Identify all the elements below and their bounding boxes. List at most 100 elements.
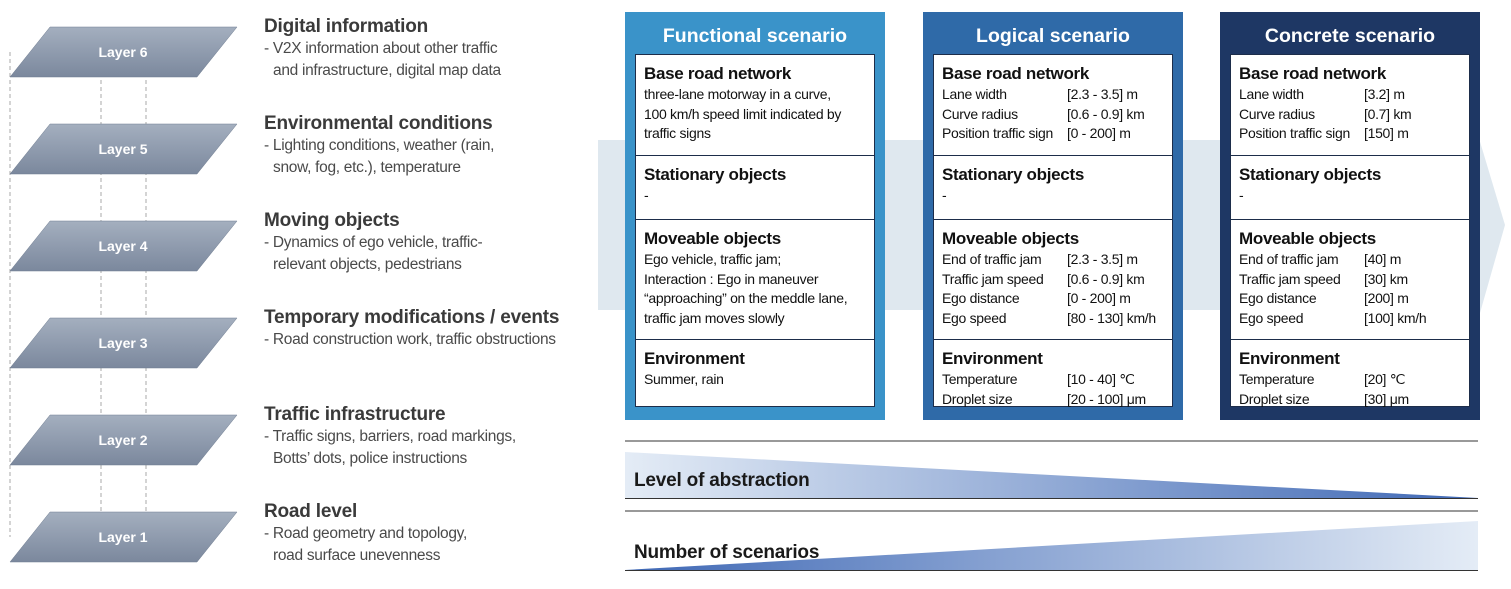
layer-title: Digital information [264, 16, 429, 37]
layer-detail-line: Botts’ dots, police instructions [273, 450, 468, 467]
layer-detail-line: and infrastructure, digital map data [273, 62, 501, 79]
parameter-value: [20] ℃ [1364, 371, 1406, 387]
layer-detail-line: - V2X information about other traffic [264, 40, 498, 57]
moveable-objects-section: Moveable objects End of traffic jam[2.3 … [934, 220, 1172, 340]
layer-label: Layer 5 [98, 141, 147, 157]
section-line: “approaching” on the meddle lane, [644, 290, 848, 306]
number-of-scenarios-label: Number of scenarios [634, 542, 820, 563]
environment-section: Environment Temperature[20] ℃ Droplet si… [1231, 340, 1469, 407]
panel-title: Functional scenario [662, 25, 848, 47]
parameter-value: [20 - 100] μm [1067, 390, 1146, 407]
parameter-value: [0 - 200] m [1067, 290, 1131, 306]
layer-description: Road level - Road geometry and topology, r… [264, 501, 604, 567]
parameter-row: Droplet size[30] μm [1239, 390, 1461, 410]
layer-title: Environmental conditions [264, 113, 493, 134]
parameter-name: Temperature [942, 371, 1018, 387]
parameter-name: Ego distance [1239, 290, 1317, 306]
layer-description: Digital information - V2X information abo… [264, 16, 604, 82]
layer-detail-line: - Traffic signs, barriers, road markings… [264, 428, 516, 445]
parameter-name: Position traffic sign [942, 125, 1053, 141]
section-title: Stationary objects [644, 165, 786, 184]
moveable-objects-section: Moveable objects Ego vehicle, traffic ja… [636, 220, 874, 340]
parameter-value: [0 - 200] m [1067, 125, 1131, 141]
layer-label: Layer 3 [98, 335, 147, 351]
parameter-row: Position traffic sign [0 - 200] m [942, 124, 1164, 144]
parameter-name: Lane width [942, 86, 1007, 102]
layer-label: Layer 4 [98, 238, 147, 254]
parameter-name: Traffic jam speed [942, 270, 1044, 287]
layer-plane [9, 220, 238, 272]
parameter-value: [30] μm [1364, 390, 1409, 407]
layer-plane [9, 511, 238, 563]
parameter-row: Ego distance [200] m [1239, 289, 1461, 309]
environment-section: Environment Summer, rain [636, 340, 874, 405]
section-line: - [942, 187, 947, 203]
parameter-row: Curve radius[0.7] km [1239, 105, 1461, 125]
section-line: traffic jam moves slowly [644, 309, 785, 326]
section-title: Moveable objects [1239, 229, 1376, 248]
layer-title: Traffic infrastructure [264, 404, 446, 425]
parameter-row: Temperature[20] ℃ [1239, 370, 1461, 390]
parameter-value: [0.6 - 0.9] km [1067, 270, 1145, 287]
layer-detail: - Traffic signs, barriers, road markings… [264, 426, 604, 470]
layer-detail-line: - Road geometry and topology, [264, 525, 467, 542]
parameter-row: Ego distance[0 - 200] m [942, 289, 1164, 309]
layer-description: Traffic infrastructure - Traffic signs, b… [264, 404, 604, 470]
section-title: Stationary objects [1239, 165, 1381, 184]
parameter-value: [80 - 130] km/h [1067, 309, 1156, 326]
parameter-value: [200] m [1364, 290, 1409, 306]
parameter-name: Ego speed [942, 309, 1007, 326]
layer-detail-line: - Lighting conditions, weather (rain, [264, 137, 495, 154]
environment-section: Environment Temperature[10 - 40] ℃ Dropl… [934, 340, 1172, 407]
parameter-name: Position traffic sign [1239, 125, 1350, 141]
parameter-row: Traffic jam speed[30] km [1239, 270, 1461, 290]
section-line: 100 km/h speed limit indicated by [644, 105, 842, 122]
base-road-network-section: Base road network Lane width[2.3 - 3.5] … [934, 55, 1172, 156]
layer-description: Environmental conditions- Lighting condi… [264, 113, 604, 179]
moveable-objects-section: Moveable objects End of traffic jam [40] … [1231, 220, 1469, 340]
layer-detail: - Lighting conditions, weather (rain,sno… [264, 135, 604, 179]
parameter-row: Traffic jam speed [0.6 - 0.9] km [942, 270, 1164, 290]
section-title: Environment [1239, 349, 1340, 368]
section-line: - [1239, 187, 1244, 203]
layer-title: Road level [264, 501, 358, 522]
stationary-objects-section: Stationary objects - [1231, 156, 1469, 220]
parameter-value: [10 - 40] ℃ [1067, 371, 1135, 387]
parameter-name: End of traffic jam [1239, 251, 1339, 267]
abstraction-wedge [625, 452, 1478, 498]
layer-detail-line: relevant objects, pedestrians [273, 256, 462, 273]
parameter-row: Droplet size[20 - 100] μm [942, 390, 1164, 410]
section-title: Environment [644, 349, 745, 368]
layer-detail-line: - Dynamics of ego vehicle, traffic- [264, 234, 483, 251]
layer-detail-line: - Road construction work, traffic obstru… [264, 331, 556, 348]
layer-detail: - Road geometry and topology, road surfac… [264, 523, 604, 567]
section-line: Interaction : Ego in maneuver [644, 270, 819, 287]
stationary-objects-section: Stationary objects - [636, 156, 874, 220]
layer-detail-line: road surface unevenness [273, 547, 441, 564]
panel-body: Base road network three-lane motorway in… [635, 54, 875, 407]
parameter-row: Lane width[3.2] m [1239, 85, 1461, 105]
section-title: Moveable objects [942, 229, 1079, 248]
parameter-value: [0.6 - 0.9] km [1067, 105, 1145, 122]
section-line: traffic signs [644, 125, 711, 141]
section-title: Base road network [942, 64, 1090, 83]
base-road-network-section: Base road network Lane width[3.2] m Curv… [1231, 55, 1469, 156]
stationary-objects-section: Stationary objects - [934, 156, 1172, 220]
parameter-value: [0.7] km [1364, 105, 1412, 122]
layer-title: Moving objects [264, 210, 400, 231]
layer-label: Layer 2 [98, 432, 147, 448]
parameter-value: [100] km/h [1364, 309, 1427, 326]
section-title: Moveable objects [644, 229, 781, 248]
base-road-network-section: Base road network three-lane motorway in… [636, 55, 874, 156]
layer-title: Temporary modifications / events [264, 307, 560, 328]
layer-detail: - Road construction work, traffic obstru… [264, 329, 604, 351]
parameter-value: [3.2] m [1364, 86, 1405, 102]
parameter-value: [40] m [1364, 251, 1402, 267]
parameter-row: Temperature [10 - 40] ℃ [942, 370, 1164, 390]
parameter-row: Position traffic sign[150] m [1239, 124, 1461, 144]
parameter-row: Ego speed[100] km/h [1239, 309, 1461, 329]
section-line: Ego vehicle, traffic jam; [644, 251, 781, 267]
layer-detail: - Dynamics of ego vehicle, traffic-relev… [264, 232, 604, 276]
